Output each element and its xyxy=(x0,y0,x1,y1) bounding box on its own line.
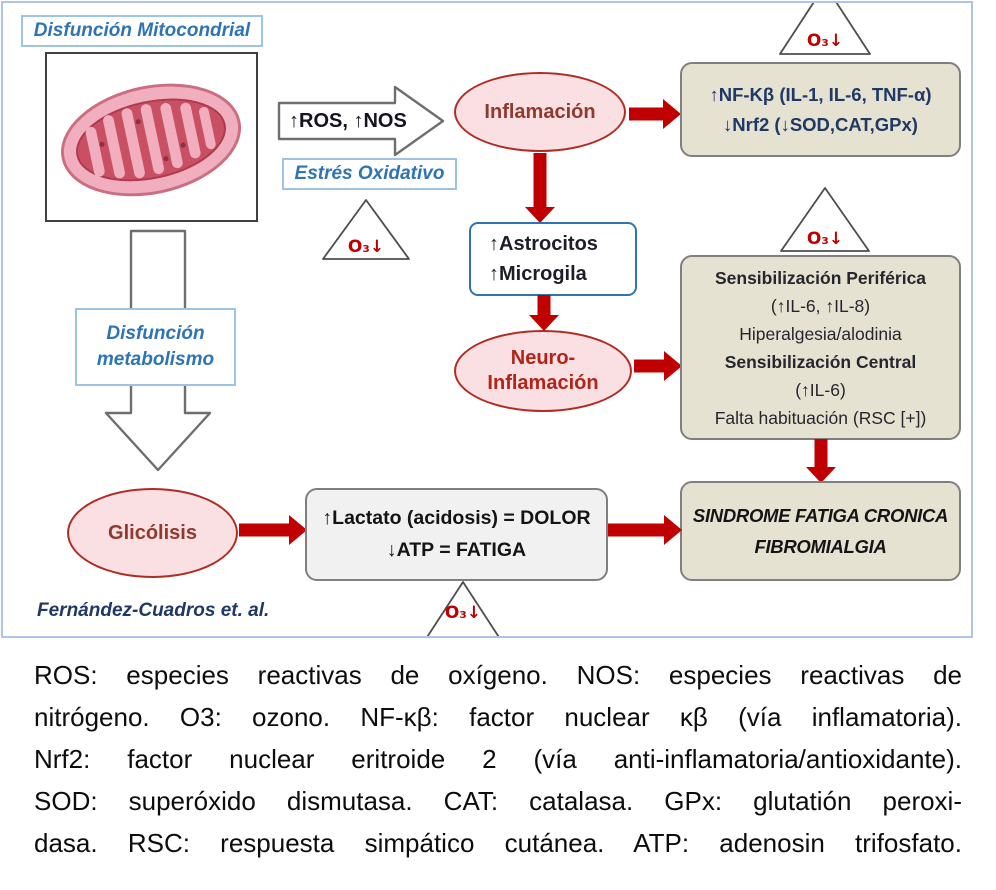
metabolic-dysfunction-line1: Disfunción xyxy=(106,323,205,345)
ros-nos-arrow: ↑ROS, ↑NOS xyxy=(277,84,447,158)
caption-line: dasa. RSC: respuesta simpático cutánea. … xyxy=(34,828,962,858)
syndrome-box: SINDROME FATIGA CRONICA FIBROMIALGIA xyxy=(680,481,961,581)
mitochondrial-dysfunction-label: Disfunción Mitocondrial xyxy=(21,15,263,47)
astrocytes-microglia-box: ↑Astrocitos ↑Microgila xyxy=(469,222,637,296)
sensitization-box: Sensibilización Periférica (↑IL-6, ↑IL-8… xyxy=(680,255,961,440)
lactate-line: ↑Lactato (acidosis) = DOLOR xyxy=(322,507,591,530)
central-sensitization-line: Sensibilización Central xyxy=(724,351,917,372)
arrow-inflammation-to-astrocytes xyxy=(524,153,556,223)
caption-line: Nrf2: factor nuclear eritroide 2 (vía an… xyxy=(34,744,962,774)
microglia-line: ↑Microgila xyxy=(489,263,587,285)
abbreviations-caption: ROS: especies reactivas de oxígeno. NOS:… xyxy=(0,654,996,864)
ozone-triangle-oxidative-stress: O₃↓ xyxy=(319,196,413,262)
oxidative-stress-label: Estrés Oxidativo xyxy=(282,158,457,190)
mitochondrion-image xyxy=(45,52,258,222)
pathway-diagram: Disfunción Mitocondrial xyxy=(1,1,973,638)
ozone-triangle-nfkb: O₃↓ xyxy=(778,3,872,57)
lactate-atp-box: ↑Lactato (acidosis) = DOLOR ↓ATP = FATIG… xyxy=(305,488,608,581)
arrow-glycolysis-to-lactate xyxy=(239,514,307,546)
il6-il8-line: (↑IL-6, ↑IL-8) xyxy=(770,295,871,316)
metabolic-dysfunction-line2: metabolismo xyxy=(96,349,215,370)
caption-line: nitrógeno. O3: ozono. NF-κβ: factor nucl… xyxy=(34,702,962,732)
nfkb-nrf2-box: ↑NF-Κβ (IL-1, IL-6, TNF-α) ↓Nrf2 (↓SOD,C… xyxy=(680,62,961,157)
habituation-line: Falta habituación (RSC [+]) xyxy=(714,407,927,428)
neuroinflammation-node: Neuro- Inflamación xyxy=(454,330,632,412)
ozone-label: O₃↓ xyxy=(347,237,385,257)
caption-line: ROS: especies reactivas de oxígeno. NOS:… xyxy=(34,660,962,690)
arrow-sensitization-to-syndrome xyxy=(805,439,837,483)
ozone-label: O₃↓ xyxy=(806,229,844,249)
neuroinflammation-line2: Inflamación xyxy=(487,372,599,394)
ozone-label: O₃↓ xyxy=(806,31,844,51)
glycolysis-label: Glicólisis xyxy=(108,521,197,544)
arrow-neuroinflammation-to-sensitization xyxy=(634,350,682,382)
attribution-text: Fernández-Cuadros et. al. xyxy=(37,600,270,621)
metabolic-dysfunction-label: Disfunción metabolismo xyxy=(75,308,236,386)
caption-line: SOD: superóxido dismutasa. CAT: catalasa… xyxy=(34,786,962,816)
ros-nos-label: ↑ROS, ↑NOS xyxy=(289,109,407,132)
inflammation-label: Inflamación xyxy=(484,100,596,123)
hyperalgesia-line: Hiperalgesia/alodinia xyxy=(739,323,902,344)
nfkb-line: ↑NF-Κβ (IL-1, IL-6, TNF-α) xyxy=(709,83,932,105)
neuroinflammation-line1: Neuro- xyxy=(510,347,576,369)
glycolysis-node: Glicólisis xyxy=(67,488,238,578)
ozone-triangle-sensitization: O₃↓ xyxy=(778,184,872,254)
arrow-astrocytes-to-neuroinflammation xyxy=(528,295,560,331)
mitochondrion-icon xyxy=(60,83,242,197)
ozone-triangle-lactate: O₃↓ xyxy=(414,579,512,636)
cfs-line: SINDROME FATIGA CRONICA xyxy=(692,504,949,526)
fibromyalgia-line: FIBROMIALGIA xyxy=(754,536,887,557)
inflammation-node: Inflamación xyxy=(454,72,626,152)
arrow-inflammation-to-nfkb xyxy=(629,98,681,130)
nrf2-line: ↓Nrf2 (↓SOD,CAT,GPx) xyxy=(723,113,918,135)
astrocytes-line: ↑Astrocitos xyxy=(489,233,598,255)
peripheral-sensitization-line: Sensibilización Periférica xyxy=(714,267,927,288)
atp-line: ↓ATP = FATIGA xyxy=(386,538,527,561)
il6-line: (↑IL-6) xyxy=(795,379,846,400)
arrow-lactate-to-syndrome xyxy=(608,514,682,546)
ozone-label: O₃↓ xyxy=(444,603,482,623)
